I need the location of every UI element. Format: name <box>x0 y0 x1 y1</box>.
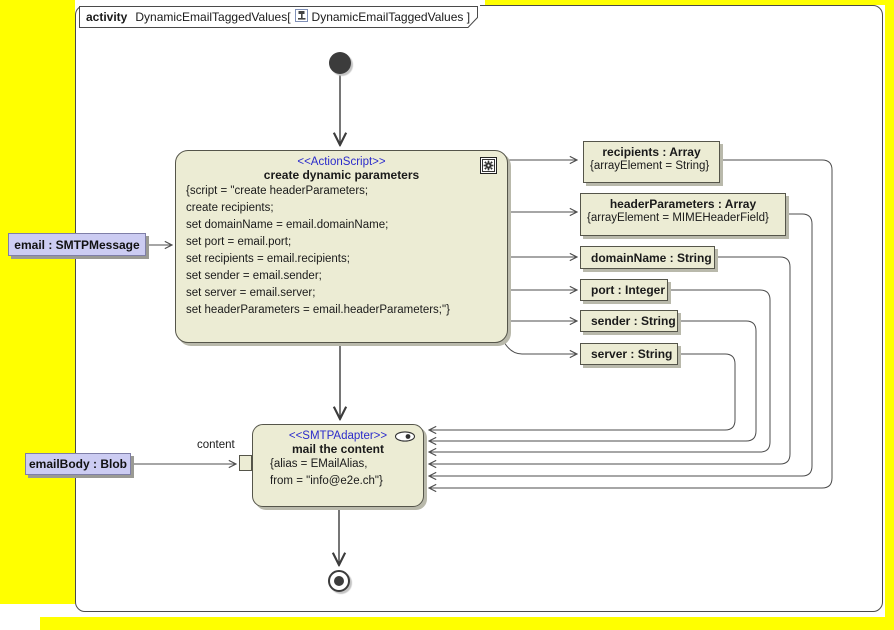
final-node-dot <box>334 576 344 586</box>
action-mail-the-content[interactable]: <<SMTPAdapter>> mail the content {alias … <box>252 424 424 507</box>
mail-action-stereotype: <<SMTPAdapter>> <box>288 430 388 442</box>
script-line: set headerParameters = email.headerParam… <box>186 304 450 316</box>
object-node-title: server : String <box>591 347 673 361</box>
object-node-sender[interactable]: sender : String <box>580 310 678 332</box>
create-action-script: {script = "create headerParameters; crea… <box>176 182 507 319</box>
pin-label: email : SMTPMessage <box>14 237 140 252</box>
object-node-port[interactable]: port : Integer <box>580 279 668 301</box>
frame-tab: activity DynamicEmailTaggedValues[ Dynam… <box>86 8 470 26</box>
pin-label: emailBody : Blob <box>28 457 127 471</box>
frame-keyword: activity <box>86 10 128 24</box>
create-action-stereotype: <<ActionScript>> <box>297 156 386 168</box>
script-line: create recipients; <box>186 202 274 214</box>
script-line: set sender = email.sender; <box>186 270 322 282</box>
object-node-tag: {arrayElement = String} <box>590 160 710 172</box>
content-pin-label: content <box>197 439 235 451</box>
background-left-strip <box>0 0 75 604</box>
smtp-adapter-icon <box>394 430 418 443</box>
pin-email-smtpmessage[interactable]: email : SMTPMessage <box>8 233 146 256</box>
create-action-title: create dynamic parameters <box>263 168 420 182</box>
mail-action-tag-line: {alias = EMailAlias, <box>270 458 368 470</box>
pin-emailbody-blob[interactable]: emailBody : Blob <box>25 453 131 475</box>
script-line: set domainName = email.domainName; <box>186 219 389 231</box>
object-node-title: domainName : String <box>591 250 712 265</box>
background-right-strip <box>885 0 894 630</box>
background-top-strip <box>485 0 894 5</box>
frame-tab-backdrop <box>76 0 480 6</box>
script-line: {script = "create headerParameters; <box>186 185 369 197</box>
mail-action-tag-line: from = "info@e2e.ch"} <box>270 475 383 487</box>
script-line: set server = email.server; <box>186 287 316 299</box>
object-node-title: headerParameters : Array <box>609 197 757 211</box>
action-create-dynamic-parameters[interactable]: <<ActionScript>> create dynamic paramete… <box>175 150 508 343</box>
mail-action-title: mail the content <box>291 442 384 456</box>
frame-diagram-name: DynamicEmailTaggedValues ] <box>311 10 471 24</box>
script-line: set port = email.port; <box>186 236 292 248</box>
object-node-title: port : Integer <box>591 283 665 297</box>
object-node-recipients[interactable]: recipients : Array {arrayElement = Strin… <box>583 141 720 183</box>
content-input-pin[interactable] <box>239 455 252 471</box>
initial-node[interactable] <box>329 52 351 74</box>
object-node-title: recipients : Array <box>602 145 701 159</box>
object-node-server[interactable]: server : String <box>580 343 678 365</box>
object-node-headerparameters[interactable]: headerParameters : Array {arrayElement =… <box>580 193 786 236</box>
activity-diagram-icon <box>294 9 308 25</box>
frame-name: DynamicEmailTaggedValues[ <box>135 10 291 24</box>
object-node-tag: {arrayElement = MIMEHeaderField} <box>587 212 769 224</box>
actionscript-gear-icon <box>480 157 497 174</box>
script-line: set recipients = email.recipients; <box>186 253 350 265</box>
background-bottom-strip <box>40 617 894 630</box>
activity-final-node[interactable] <box>328 570 350 592</box>
object-node-title: sender : String <box>591 314 676 328</box>
object-node-domainname[interactable]: domainName : String <box>580 246 715 269</box>
